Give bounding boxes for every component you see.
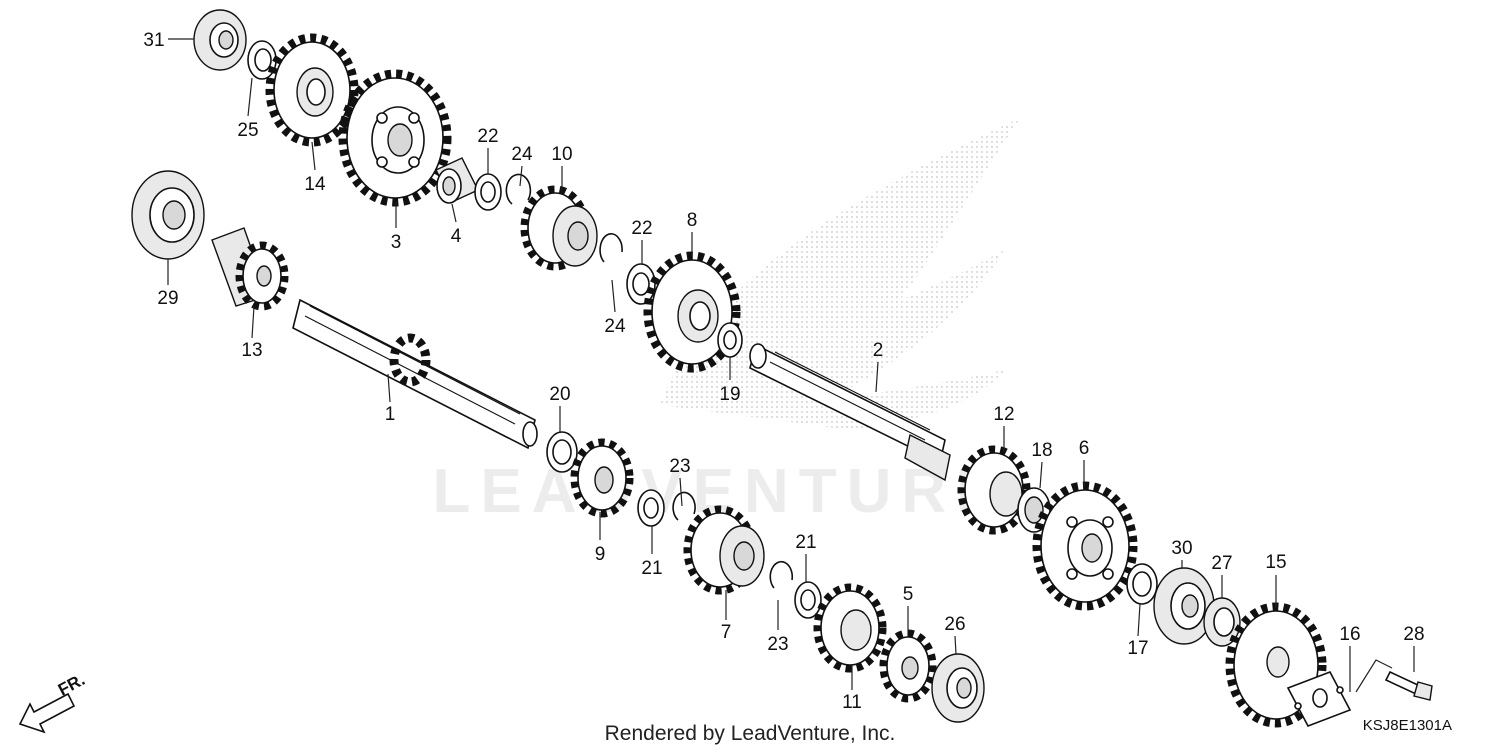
callout-17: 17 — [1127, 638, 1148, 659]
part-22-washer-mid — [626, 263, 656, 305]
part-16-plate — [1286, 671, 1352, 727]
callout-6: 6 — [1079, 438, 1090, 459]
part-10-gear — [520, 185, 598, 271]
callout-31: 31 — [143, 30, 164, 51]
part-3-gear — [338, 69, 452, 207]
part-6-gear — [1032, 481, 1138, 611]
part-11-gear — [813, 583, 887, 673]
callout-labels: 1 2 3 4 5 6 7 8 9 10 11 12 13 14 15 16 1… — [143, 30, 1424, 713]
part-21-washer-left — [637, 489, 665, 527]
leader-lines — [167, 38, 1415, 693]
part-24-circlip-mid — [599, 233, 623, 263]
part-31-bearing — [193, 9, 247, 71]
callout-12: 12 — [993, 404, 1014, 425]
figure-code: KSJ8E1301A — [1363, 717, 1452, 734]
callout-29: 29 — [157, 288, 178, 309]
callout-20: 20 — [549, 384, 570, 405]
part-9-gear — [570, 438, 634, 518]
callout-21-a: 21 — [641, 558, 662, 579]
part-28-bolt — [1384, 670, 1433, 701]
callout-14: 14 — [304, 174, 326, 195]
part-24-circlip-upper — [505, 173, 532, 205]
part-20-washer — [546, 431, 578, 473]
callout-22-a: 22 — [477, 126, 498, 147]
callout-23-a: 23 — [669, 456, 690, 477]
callout-30: 30 — [1171, 538, 1192, 559]
part-8-gear — [643, 251, 741, 373]
callout-24-b: 24 — [604, 316, 626, 337]
front-arrow-icon — [18, 692, 76, 734]
callout-8: 8 — [687, 210, 698, 231]
callout-13: 13 — [241, 340, 262, 361]
part-13-gear — [211, 227, 289, 311]
callout-4: 4 — [451, 226, 462, 247]
part-19-washer — [717, 322, 743, 358]
callout-28: 28 — [1403, 624, 1424, 645]
callout-16: 16 — [1339, 624, 1360, 645]
part-17-washer — [1126, 563, 1158, 605]
callout-9: 9 — [595, 544, 606, 565]
callout-5: 5 — [903, 584, 914, 605]
callout-15: 15 — [1265, 552, 1286, 573]
callout-2: 2 — [873, 340, 884, 361]
callout-18: 18 — [1031, 440, 1052, 461]
callout-26: 26 — [944, 614, 965, 635]
callout-10: 10 — [551, 144, 572, 165]
part-7-gear — [683, 505, 765, 595]
part-25-washer — [247, 40, 277, 80]
part-2-countershaft — [749, 343, 951, 482]
callout-19: 19 — [719, 384, 740, 405]
part-26-bearing — [931, 653, 985, 723]
callout-21-b: 21 — [795, 532, 816, 553]
part-29-bearing — [131, 170, 205, 260]
callout-23-b: 23 — [767, 634, 788, 655]
callout-7: 7 — [721, 622, 732, 643]
part-21-washer-right — [794, 581, 822, 619]
callout-27: 27 — [1211, 553, 1232, 574]
part-12-gear — [957, 445, 1031, 535]
part-30-bearing — [1153, 567, 1215, 645]
callout-3: 3 — [391, 232, 402, 253]
callout-11: 11 — [842, 692, 862, 713]
part-22-washer-upper — [474, 173, 502, 211]
front-direction-indicator: FR. — [18, 670, 88, 734]
part-27-seal — [1203, 597, 1241, 647]
part-23-circlip-lower — [769, 561, 794, 589]
callout-24-a: 24 — [511, 144, 533, 165]
part-14-gear — [265, 33, 359, 147]
callout-1: 1 — [385, 404, 396, 425]
credit-text: Rendered by LeadVenture, Inc. — [605, 722, 896, 745]
part-1-mainshaft — [292, 298, 538, 450]
callout-22-b: 22 — [631, 218, 652, 239]
direction-label: FR. — [55, 670, 88, 700]
part-5-gear — [879, 629, 937, 703]
callout-25: 25 — [237, 120, 258, 141]
